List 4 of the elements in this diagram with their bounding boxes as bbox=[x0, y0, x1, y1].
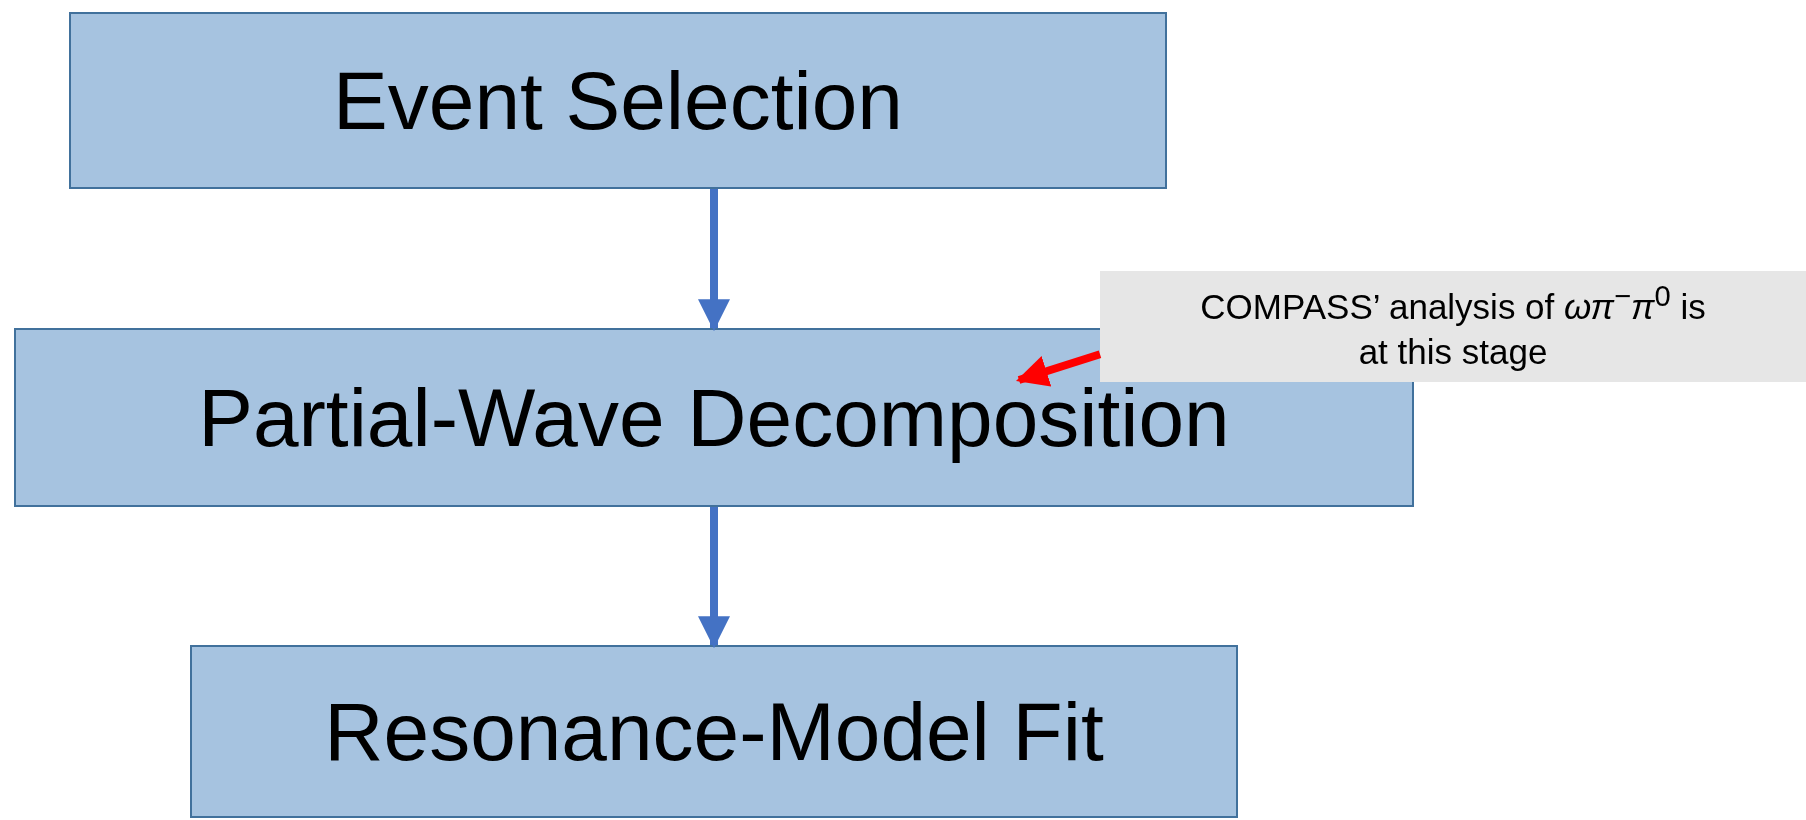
process-box: Event Selection bbox=[69, 12, 1167, 189]
process-box: Resonance-Model Fit bbox=[190, 645, 1238, 818]
callout-box: COMPASS’ analysis of ωπ$^{−}$π$^{0}$ is at this stage bbox=[1100, 271, 1806, 382]
arrow bbox=[1015, 350, 1102, 387]
